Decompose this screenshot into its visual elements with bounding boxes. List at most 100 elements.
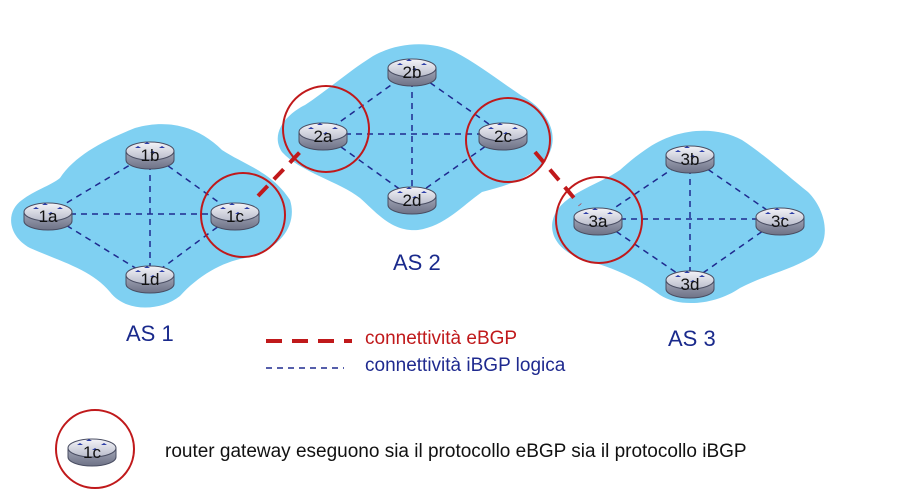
- arrow-mark: [675, 150, 681, 152]
- arrow-mark: [699, 150, 705, 152]
- arrow-mark: [220, 207, 226, 209]
- gateway-circle-2c: [465, 97, 551, 183]
- gateway-circle-2a: [282, 85, 370, 173]
- legend-gateway-circle: [55, 409, 135, 489]
- arrow-mark: [229, 203, 235, 205]
- router-3c[interactable]: 3c: [755, 207, 805, 236]
- router-label: 1c: [226, 207, 244, 226]
- arrow-mark: [421, 191, 427, 193]
- arrow-mark: [57, 207, 63, 209]
- ibgp-link-1c-1d: [149, 213, 236, 278]
- arrow-mark: [583, 212, 589, 214]
- router-1c[interactable]: 1c: [210, 202, 260, 231]
- arrow-mark: [86, 439, 92, 441]
- router-3a[interactable]: 3a: [573, 207, 623, 236]
- router-icon: [298, 122, 348, 151]
- as3-label: AS 3: [668, 326, 716, 351]
- arrow-mark: [48, 212, 54, 214]
- arrow-mark: [412, 196, 418, 198]
- arrow-mark: [780, 217, 786, 219]
- router-icon: [755, 207, 805, 236]
- router-1d[interactable]: 1d: [125, 265, 175, 294]
- arrow-mark: [397, 191, 403, 193]
- router-1a[interactable]: 1a: [23, 202, 73, 231]
- arrow-mark: [101, 443, 107, 445]
- arrow-mark: [406, 187, 412, 189]
- arrow-mark: [323, 132, 329, 134]
- arrow-mark: [235, 212, 241, 214]
- router-icon: [125, 265, 175, 294]
- arrow-mark: [135, 146, 141, 148]
- arrow-mark: [332, 127, 338, 129]
- router-3d[interactable]: 3d: [665, 270, 715, 299]
- router-label: 3b: [681, 150, 700, 169]
- router-icon: [665, 270, 715, 299]
- arrow-mark: [150, 151, 156, 153]
- router-icon: [210, 202, 260, 231]
- arrow-mark: [421, 63, 427, 65]
- ibgp-link-1a-1d: [47, 213, 151, 278]
- router-label: 1a: [39, 207, 58, 226]
- arrow-mark: [308, 127, 314, 129]
- arrow-mark: [497, 123, 503, 125]
- router-2a[interactable]: 2a: [298, 122, 348, 151]
- arrow-mark: [159, 146, 165, 148]
- arrow-mark: [690, 155, 696, 157]
- arrow-mark: [244, 207, 250, 209]
- gateway-circle-3a: [555, 176, 643, 264]
- router-label: 3a: [589, 212, 608, 231]
- arrow-mark: [159, 270, 165, 272]
- router-icon: [478, 122, 528, 151]
- arrow-mark: [675, 275, 681, 277]
- routers: 1a 1b 1c 1d 2a 2b 2c 2d 3a 3b 3c 3d 1c: [23, 58, 805, 467]
- legend-ebgp-text: connettività eBGP: [365, 328, 517, 349]
- gateway-circles: [55, 85, 643, 489]
- router-2d[interactable]: 2d: [387, 186, 437, 215]
- ibgp-link-2c-2d: [411, 133, 504, 199]
- legend-gateway-router: 1c: [67, 438, 117, 467]
- arrow-mark: [135, 270, 141, 272]
- ibgp-link-3b-3c: [689, 156, 781, 220]
- gateway-circle-1c: [200, 172, 286, 258]
- arrow-mark: [144, 266, 150, 268]
- router-label: 1b: [141, 146, 160, 165]
- arrow-mark: [488, 127, 494, 129]
- arrow-mark: [607, 212, 613, 214]
- router-label: 2c: [494, 127, 512, 146]
- as1-cloud: [11, 124, 292, 308]
- router-label: 1d: [141, 270, 160, 289]
- router-3b[interactable]: 3b: [665, 145, 715, 174]
- ibgp-link-3a-3d: [597, 218, 691, 283]
- legend: connettività eBGP connettività iBGP logi…: [165, 328, 747, 462]
- arrow-mark: [406, 59, 412, 61]
- ibgp-link-2a-2d: [322, 133, 413, 199]
- arrow-mark: [92, 448, 98, 450]
- router-label: 2d: [403, 191, 422, 210]
- router-label: 3c: [771, 212, 789, 231]
- ibgp-link-2b-2c: [411, 69, 504, 135]
- as2-label: AS 2: [393, 250, 441, 275]
- router-1b[interactable]: 1b: [125, 141, 175, 170]
- router-icon: [125, 141, 175, 170]
- router-icon: [23, 202, 73, 231]
- arrow-mark: [150, 275, 156, 277]
- arrow-mark: [144, 142, 150, 144]
- arrow-mark: [42, 203, 48, 205]
- router-label: 1c: [83, 443, 101, 462]
- arrow-mark: [317, 123, 323, 125]
- router-2b[interactable]: 2b: [387, 58, 437, 87]
- arrow-mark: [592, 208, 598, 210]
- as1-label: AS 1: [126, 321, 174, 346]
- as3-cloud: [552, 130, 825, 304]
- router-label: 2a: [314, 127, 333, 146]
- router-icon: [665, 145, 715, 174]
- arrow-mark: [684, 146, 690, 148]
- router-icon: [573, 207, 623, 236]
- router-label: 3d: [681, 275, 700, 294]
- arrow-mark: [789, 212, 795, 214]
- ibgp-link-3c-3d: [689, 218, 781, 283]
- router-2c[interactable]: 2c: [478, 122, 528, 151]
- arrow-mark: [503, 132, 509, 134]
- arrow-mark: [397, 63, 403, 65]
